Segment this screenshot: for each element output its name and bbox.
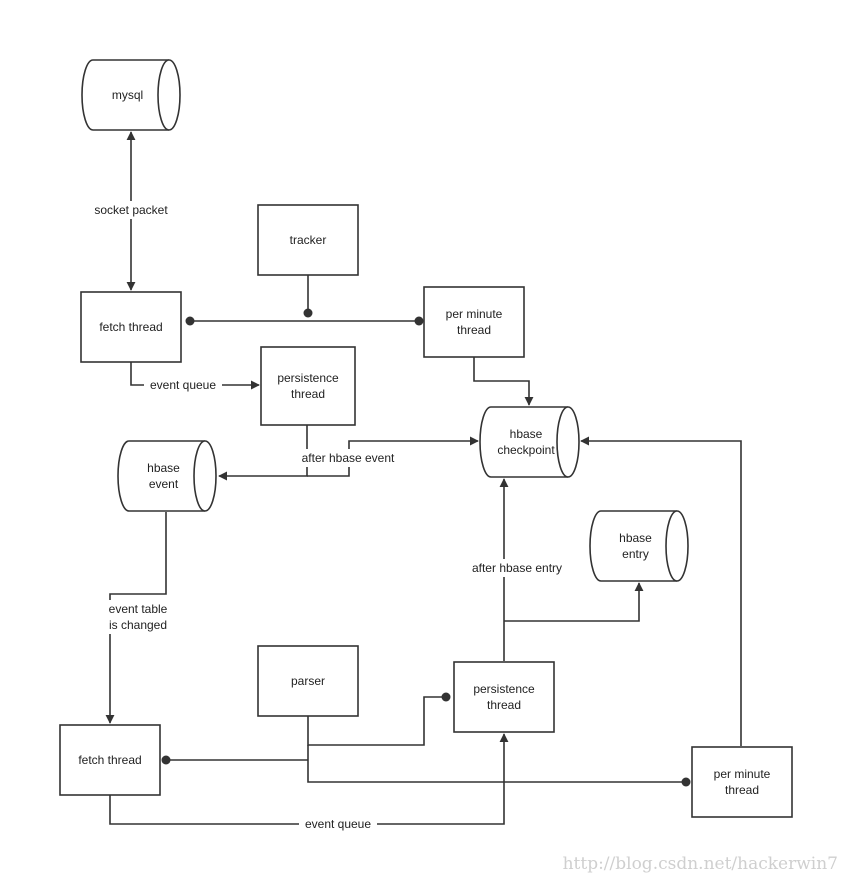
node-hbase-entry-cylinder-end	[665, 510, 678, 582]
node-persistence-top-label-line-1: persistence	[277, 371, 339, 385]
node-fetch-thread-top-label-line-1: fetch thread	[99, 320, 162, 334]
edge-label-after-hbase-event: after hbase event	[294, 449, 402, 467]
edge-parser-per-minute	[307, 745, 691, 787]
node-persistence-top: persistence thread	[260, 346, 356, 426]
node-tracker-label-line-1: tracker	[290, 233, 327, 247]
node-hbase-checkpoint-cylinder-end	[556, 406, 569, 478]
node-per-minute-bottom: per minute thread	[691, 746, 793, 818]
node-parser-box	[257, 645, 359, 717]
edge-label-event-queue-top-backdrop	[144, 376, 222, 394]
node-per-minute-bottom-label-line-2: thread	[725, 783, 759, 797]
node-tracker: tracker	[257, 204, 359, 276]
node-persistence-top-label-line-2: thread	[291, 387, 325, 401]
node-persistence-bottom-label-line-1: persistence	[473, 682, 535, 696]
node-persistence-bottom-box	[453, 661, 555, 733]
edge-label-socket-packet: socket packet	[87, 201, 175, 219]
edge-label-event-queue-bottom-backdrop	[299, 815, 377, 833]
edge-label-event-queue-top: event queue	[144, 376, 222, 394]
edge-per-minute-checkpoint	[473, 357, 534, 406]
node-hbase-event: hbase event	[117, 440, 217, 512]
edge-label-event-table-changed-line-1: event table	[109, 602, 168, 616]
edge-persistence-hbase-entry	[504, 582, 644, 622]
node-hbase-event-cylinder-end	[193, 440, 206, 512]
edge-label-event-table-changed-backdrop	[102, 600, 174, 634]
node-per-minute-top-label-line-1: per minute	[446, 307, 503, 321]
node-per-minute-bottom-label-line-1: per minute	[714, 767, 771, 781]
edge-label-after-hbase-event-line-1: after hbase event	[302, 451, 395, 465]
node-hbase-entry-label-line-1: hbase	[619, 531, 652, 545]
node-hbase-entry-label-line-2: entry	[622, 547, 649, 561]
node-mysql-label-line-1: mysql	[112, 88, 143, 102]
node-hbase-checkpoint-label-line-1: hbase	[510, 427, 543, 441]
node-hbase-checkpoint-label-line-2: checkpoint	[497, 443, 555, 457]
node-per-minute-bottom-box	[691, 746, 793, 818]
watermark-text: http://blog.csdn.net/hackerwin7	[563, 854, 838, 874]
node-persistence-top-box	[260, 346, 356, 426]
node-fetch-thread-bottom: fetch thread	[59, 724, 161, 796]
nodes: mysql fetch thread tracker per minute thread…	[59, 59, 793, 818]
edge-label-after-hbase-entry: after hbase entry	[465, 559, 569, 577]
node-tracker-box	[257, 204, 359, 276]
edge-label-event-queue-bottom-line-1: event queue	[305, 817, 371, 831]
node-fetch-thread-bottom-label-line-1: fetch thread	[78, 753, 141, 767]
node-parser-label-line-1: parser	[291, 674, 325, 688]
edge-label-after-hbase-entry-backdrop	[465, 559, 569, 577]
node-hbase-event-label-line-1: hbase	[147, 461, 180, 475]
node-fetch-thread-bottom-box	[59, 724, 161, 796]
node-fetch-thread-top: fetch thread	[80, 291, 182, 363]
edge-hbase-event-fetch-thread	[105, 512, 167, 724]
node-per-minute-top-box	[423, 286, 525, 358]
node-hbase-entry: hbase entry	[589, 510, 689, 582]
node-per-minute-top-label-line-2: thread	[457, 323, 491, 337]
edge-label-after-hbase-event-backdrop	[294, 449, 402, 467]
edge-per-minute-bottom-checkpoint	[580, 436, 742, 746]
edge-label-socket-packet-backdrop	[87, 201, 175, 219]
edge-labels: socket packet event queue after hbase even…	[87, 201, 569, 833]
edge-event-queue-bottom	[109, 733, 509, 825]
node-parser: parser	[257, 645, 359, 717]
edge-label-socket-packet-line-1: socket packet	[94, 203, 168, 217]
edge-parser-persistence	[307, 692, 451, 746]
node-persistence-bottom: persistence thread	[453, 661, 555, 733]
node-per-minute-top: per minute thread	[423, 286, 525, 358]
edge-persistence-hbase-event	[218, 425, 308, 481]
edge-label-event-table-changed: event table is changed	[102, 600, 174, 634]
edge-label-after-hbase-entry-line-1: after hbase entry	[472, 561, 562, 575]
node-persistence-bottom-label-line-2: thread	[487, 698, 521, 712]
edge-label-event-queue-bottom: event queue	[299, 815, 377, 833]
node-fetch-thread-top-box	[80, 291, 182, 363]
node-mysql-cylinder-end	[157, 59, 170, 131]
edge-label-event-queue-top-line-1: event queue	[150, 378, 216, 392]
node-mysql: mysql	[81, 59, 181, 131]
node-hbase-event-label-line-2: event	[149, 477, 179, 491]
edge-label-event-table-changed-line-2: is changed	[109, 618, 167, 632]
node-hbase-checkpoint: hbase checkpoint	[479, 406, 580, 478]
